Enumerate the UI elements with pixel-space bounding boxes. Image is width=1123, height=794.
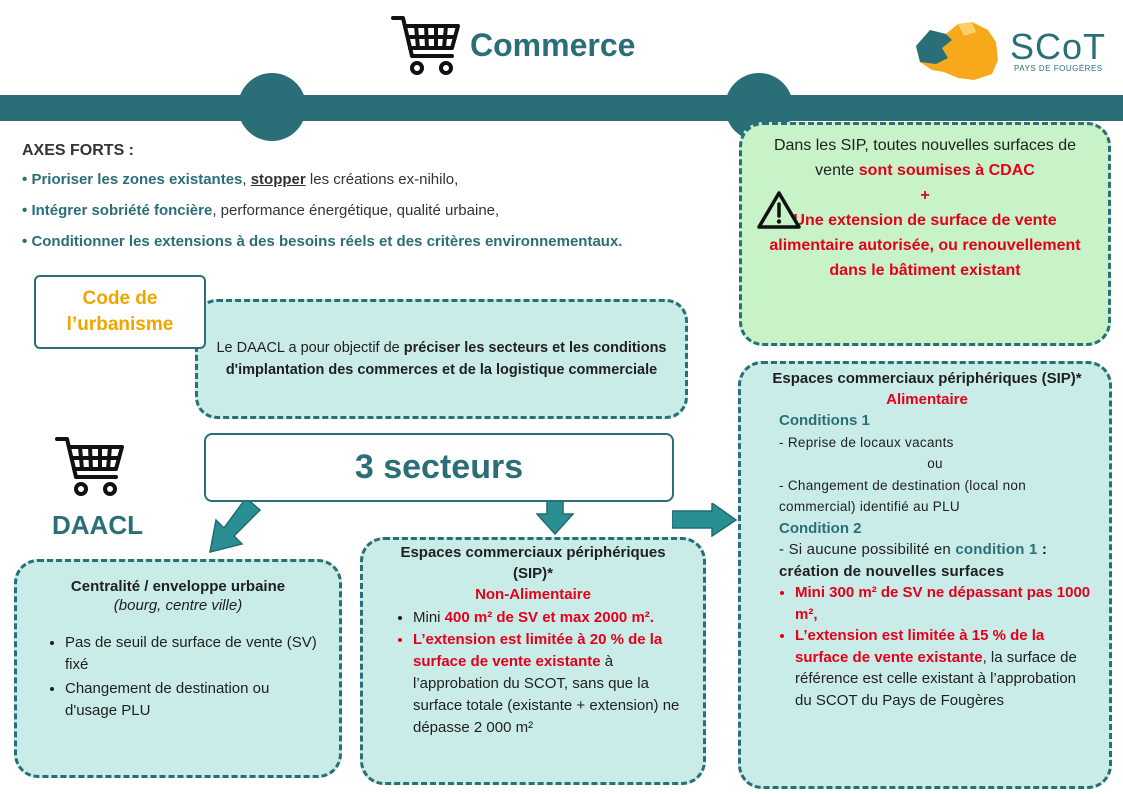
- sectors-box: 3 secteurs: [204, 433, 674, 502]
- axe-item-2: • Intégrer sobriété foncière, performanc…: [22, 202, 500, 219]
- cond2-title: Condition 2: [779, 519, 862, 537]
- axes-title: AXES FORTS :: [22, 142, 135, 159]
- logo-subtitle: PAYS DE FOUGÈRES: [1014, 64, 1103, 73]
- list-item: L’extension est limitée à 20 % de la sur…: [413, 629, 687, 739]
- axe-item-3: • Conditionner les extensions à des beso…: [22, 233, 623, 250]
- list-item: Mini 300 m² de SV ne dépassant pas 1000 …: [795, 582, 1095, 625]
- cond1-title: Conditions 1: [779, 412, 870, 429]
- warning-icon: [757, 191, 801, 229]
- arrow-right-icon: [672, 503, 738, 537]
- page-title: Commerce: [470, 26, 636, 63]
- list-item: L’extension est limitée à 15 % de la sur…: [795, 625, 1095, 711]
- cart-icon: [391, 16, 460, 75]
- axe-item-1: • Prioriser les zones existantes, stoppe…: [22, 171, 459, 188]
- alim-subtitle: Alimentaire: [886, 391, 968, 408]
- daacl-label: DAACL: [52, 510, 143, 540]
- centralite-box: Centralité / enveloppe urbaine (bourg, c…: [14, 559, 342, 778]
- scot-logo-icon: [916, 22, 998, 80]
- logo-text: SCoT: [1010, 26, 1107, 67]
- cond1-item-b: - Changement de destination (local non c…: [779, 477, 1027, 515]
- cond1-item-a: - Reprise de locaux vacants: [779, 434, 954, 450]
- sip-alimentaire-box: Espaces commerciaux périphériques (SIP)*…: [738, 361, 1112, 789]
- cond2-text: - Si aucune possibilité en condition 1 :…: [779, 541, 1048, 580]
- nonal-title: Espaces commerciaux périphériques (SIP)*: [400, 544, 666, 582]
- cart-icon: [55, 437, 124, 496]
- list-item: Pas de seuil de surface de vente (SV) fi…: [65, 632, 321, 676]
- arrow-down-left-icon: [209, 496, 262, 554]
- list-item: Changement de destination ou d'usage PLU: [65, 678, 321, 722]
- centralite-title: Centralité / enveloppe urbaine: [70, 578, 286, 595]
- code-line-2: l’urbanisme: [66, 314, 174, 335]
- list-item: Mini 400 m² de SV et max 2000 m².: [413, 607, 687, 629]
- daacl-description-box: Le DAACL a pour objectif de préciser les…: [195, 299, 688, 419]
- alim-title: Espaces commerciaux périphériques (SIP)*: [772, 370, 1082, 387]
- header-band: [0, 95, 1123, 121]
- sip-non-alimentaire-box: Espaces commerciaux périphériques (SIP)*…: [360, 537, 706, 785]
- cond1-or: ou: [927, 456, 943, 471]
- code-line-1: Code de: [82, 288, 158, 309]
- nonal-subtitle: Non-Alimentaire: [475, 586, 591, 603]
- code-urbanisme-box: Code de l’urbanisme: [34, 275, 206, 349]
- centralite-subtitle: (bourg, centre ville): [113, 597, 243, 614]
- band-circle-left: [238, 73, 306, 141]
- cdac-warning-box: Dans les SIP, toutes nouvelles surfaces …: [739, 122, 1111, 346]
- page-header: Commerce: [390, 10, 635, 80]
- axes-forts: AXES FORTS : • Prioriser les zones exist…: [22, 142, 737, 263]
